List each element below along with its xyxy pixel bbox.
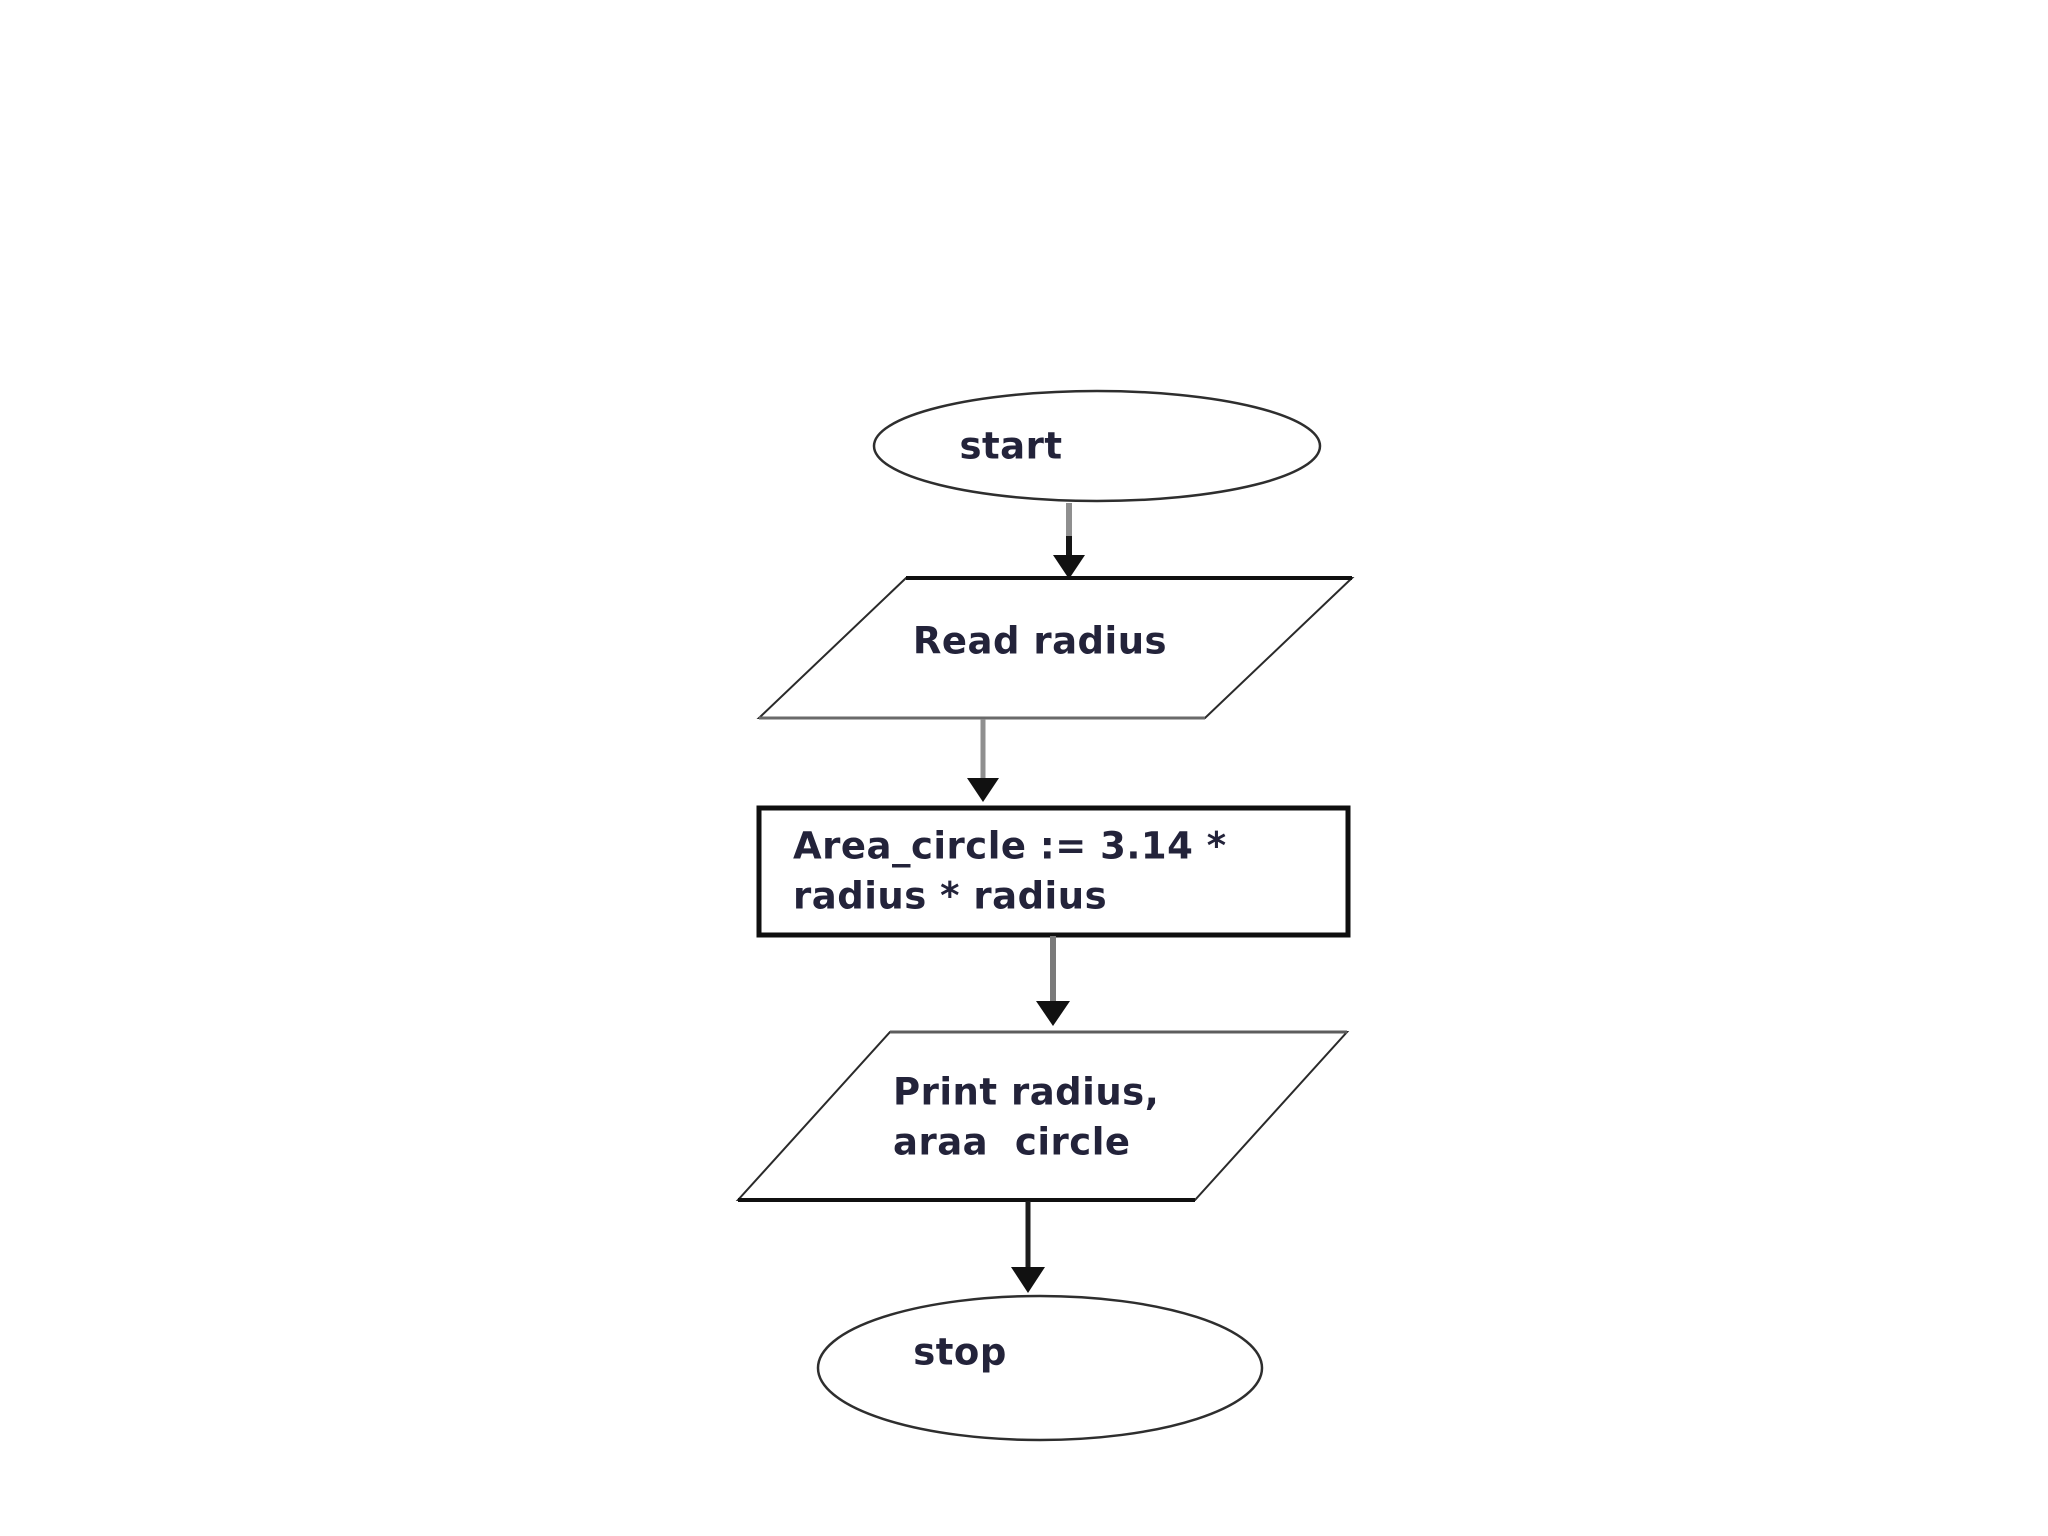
arrow-print-to-stop bbox=[1011, 1201, 1045, 1293]
arrow-read-to-compute bbox=[967, 719, 999, 802]
print-label-line2: araa circle bbox=[893, 1120, 1131, 1164]
compute-area-process-shape bbox=[756, 805, 1351, 938]
stop-label: stop bbox=[913, 1330, 1007, 1374]
stop-terminator-shape bbox=[816, 1294, 1264, 1442]
compute-area-label-line2: radius * radius bbox=[793, 874, 1108, 918]
compute-area-label-line1: Area_circle := 3.14 * bbox=[793, 824, 1227, 868]
arrow-head-icon bbox=[1036, 1001, 1070, 1026]
start-label: start bbox=[959, 424, 1063, 468]
arrow-start-to-read bbox=[1053, 503, 1085, 579]
arrow-head-icon bbox=[967, 778, 999, 802]
print-io-shape bbox=[735, 1031, 1350, 1201]
arrow-head-icon bbox=[1053, 555, 1085, 579]
start-terminator-shape bbox=[872, 389, 1322, 503]
arrow-compute-to-print bbox=[1036, 936, 1070, 1026]
read-radius-label: Read radius bbox=[912, 619, 1168, 663]
arrow-head-icon bbox=[1011, 1267, 1045, 1293]
print-label-line1: Print radius, bbox=[893, 1070, 1160, 1114]
